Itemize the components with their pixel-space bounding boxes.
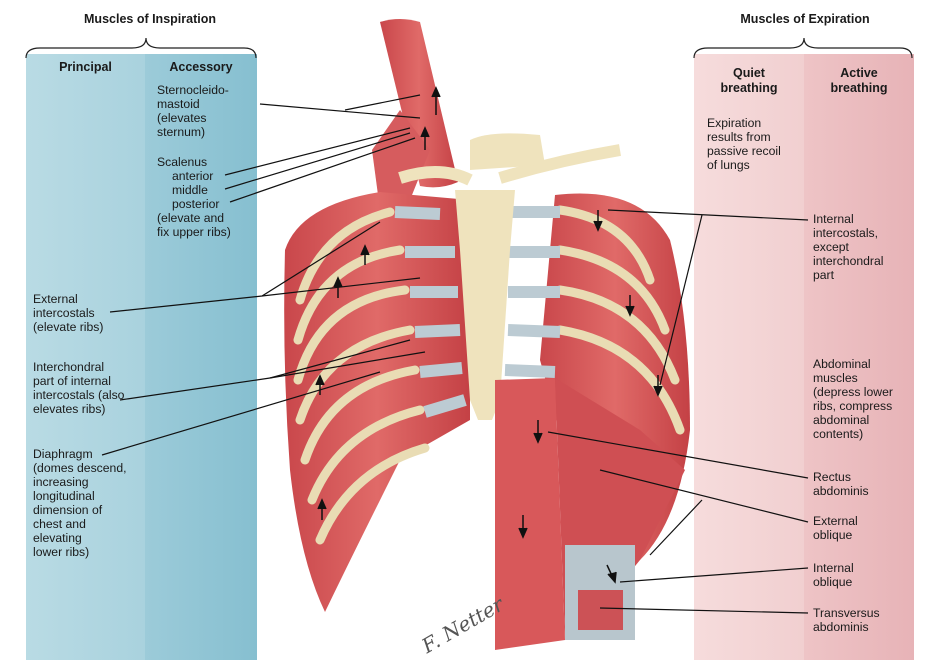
passive-recoil-label: Expiration results from passive recoil o… xyxy=(707,116,781,172)
first-rib-top xyxy=(470,133,545,170)
active-breathing-column xyxy=(804,54,914,660)
principal-column xyxy=(26,54,145,660)
sternum xyxy=(455,190,515,420)
internal-intercostals-label: Internal intercostals, except interchond… xyxy=(813,212,884,282)
external-oblique-label: External oblique xyxy=(813,514,858,542)
scalene-muscles xyxy=(372,110,430,210)
leader-lines xyxy=(101,94,809,614)
scalenus-posterior-label: posterior xyxy=(172,197,220,211)
interchondral-label: Interchondral part of internal intercost… xyxy=(33,360,125,416)
expiration-title: Muscles of Expiration xyxy=(740,12,870,26)
direction-arrows xyxy=(315,86,663,584)
quiet-breathing-header: Quiet breathing xyxy=(720,66,778,95)
transversus-abdominis-label: Transversus abdominis xyxy=(813,606,880,634)
quiet-breathing-column xyxy=(694,54,804,660)
abdominal-muscles-label: Abdominal muscles (depress lower ribs, c… xyxy=(813,357,893,441)
diaphragm-label: Diaphragm (domes descend, increasing lon… xyxy=(33,447,127,559)
right-clavicle xyxy=(398,165,473,186)
ribs xyxy=(293,205,685,545)
costal-cartilages xyxy=(394,206,561,418)
left-clavicle xyxy=(498,144,621,184)
inspiration-title: Muscles of Inspiration xyxy=(84,12,216,26)
scalenus-middle-label: middle xyxy=(172,183,208,197)
scalenus-anterior-label: anterior xyxy=(172,169,214,183)
inspiration-brace xyxy=(25,37,257,59)
scalenus-note-label: (elevate and fix upper ribs) xyxy=(157,211,231,239)
expiration-brace xyxy=(693,37,913,59)
rectus-abdominis-label: Rectus abdominis xyxy=(813,470,869,498)
external-intercostals-label: External intercostals (elevate ribs) xyxy=(33,292,104,334)
scalenus-label: Scalenus xyxy=(157,155,208,169)
accessory-header: Accessory xyxy=(169,60,233,74)
principal-header: Principal xyxy=(59,60,112,74)
active-breathing-header: Active breathing xyxy=(830,66,888,95)
internal-oblique-label: Internal oblique xyxy=(813,561,854,589)
rectus-abdominis-muscle xyxy=(495,378,565,650)
transversus-window xyxy=(578,590,623,630)
sternocleidomastoid-label: Sternocleido- mastoid (elevates sternum) xyxy=(157,83,229,139)
sternocleidomastoid-muscle xyxy=(380,19,458,188)
accessory-column xyxy=(145,54,257,660)
